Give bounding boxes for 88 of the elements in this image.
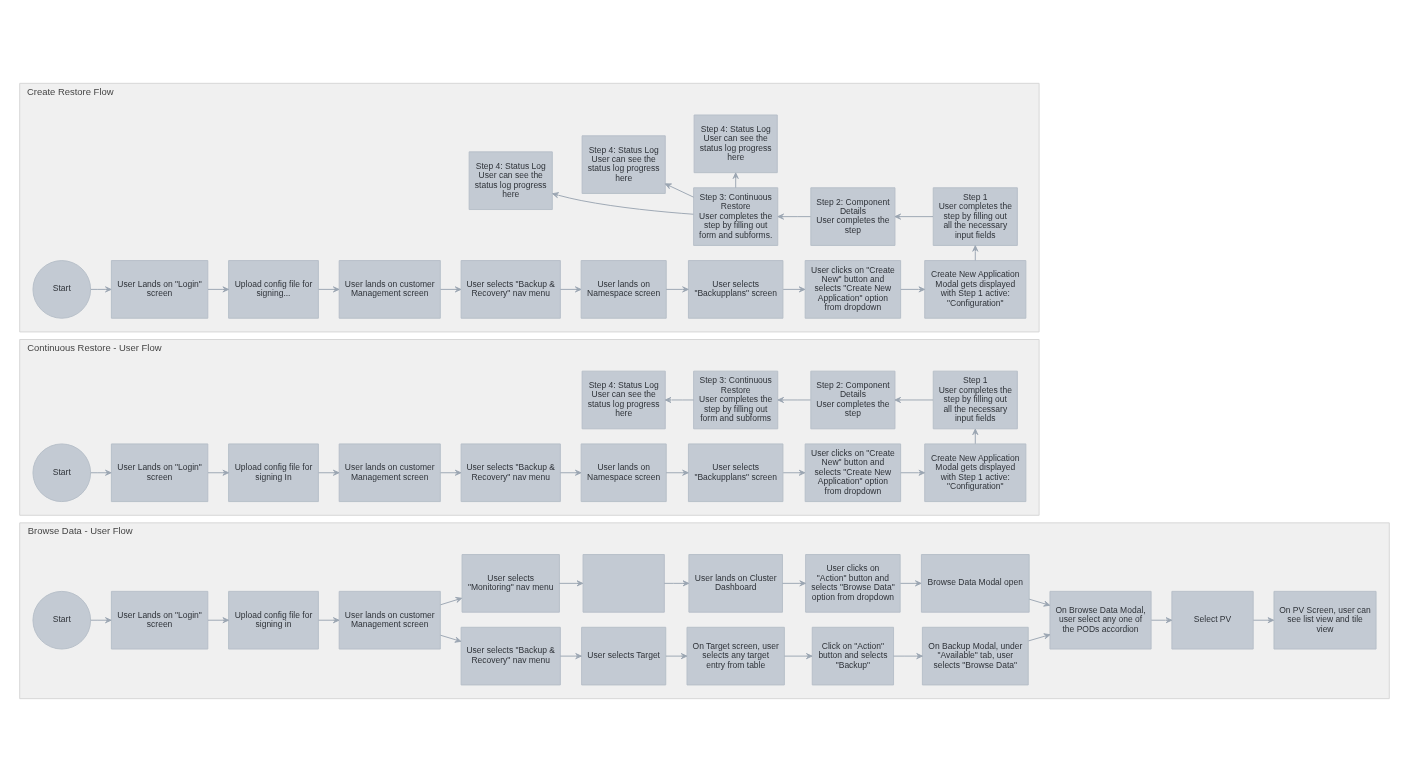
node-box: On Browse Data Modal, user select any one of the PODs accordion [1049,590,1152,650]
node-box: Create New Application Modal gets displayed with Step 1 active: "Configuration" [924,260,1027,319]
arrow [90,617,112,624]
node-box: Step 4: Status Log User can see the status log progress here [581,135,666,194]
node-box: User selects "Backup & Recovery" nav menu [460,443,561,503]
node-circle: Start [32,590,92,650]
node-box: Create New Application Modal gets displayed with Step 1 active: "Configuration" [924,443,1027,503]
arrow [665,653,688,660]
node-box: Step 4: Status Log User can see the status log progress here [693,114,778,174]
node-box: User selects "Backup & Recovery" nav menu [460,626,561,686]
node-box: Step 1 User completes the step by filling out all the necessary input fields [932,187,1018,246]
arrow [1150,617,1173,624]
node-circle: Start [32,443,92,503]
arrow [559,469,582,476]
node-box: On Target screen, user selects any target entry from table [686,626,785,686]
arrow [440,286,462,293]
node-box: Step 3: Continuous Restore User completes the step by filling out form and subforms [693,370,779,430]
arrow [1028,598,1051,607]
arrow [440,597,463,606]
node-box: User Lands on "Login" screen [110,260,209,319]
node-box: User selects "Backupplans" screen [687,260,784,319]
node-box: User selects "Backupplans" screen [687,443,784,503]
node-box: Upload config file for signing in [228,590,319,650]
arrow [782,580,806,587]
node-box: User selects Target [581,626,667,686]
arrow [318,617,340,624]
node-box: Step 4: Status Log User can see the status log progress here [581,370,666,430]
arrow [318,469,340,476]
arrow [899,580,922,587]
arrow [900,469,926,476]
node-box [582,554,665,613]
arrow [893,653,923,660]
arrow [972,245,979,261]
node-box: User lands on Cluster Dashboard [688,554,783,613]
arrow [440,469,462,476]
arrow [663,580,690,587]
arrow [207,286,229,293]
node-box: On Backup Modal, under "Available" tab, user selects "Browse Data" [921,626,1029,686]
node-box: Step 2: Component Details User completes the step [810,370,896,430]
arrow [664,396,694,403]
arrow [782,286,806,293]
arrow [665,469,689,476]
node-box: User lands on Namespace screen [580,260,667,319]
arrow [777,396,811,403]
arrow [207,617,229,624]
arrow [664,183,694,198]
node-box: Step 1 User completes the step by filling out all the necessary input fields [932,370,1018,430]
arrow [559,653,582,660]
node-box: User Lands on "Login" screen [110,590,209,650]
node-box: User selects "Backup & Recovery" nav menu [460,260,561,319]
node-box: Step 3: Continuous Restore User completes the step by filling out form and subforms. [693,187,779,246]
node-box: Click on "Action" button and selects "Backup" [811,626,894,686]
arrow [440,634,462,643]
arrow [90,469,112,476]
arrow [894,396,934,403]
node-box: Browse Data Modal open [920,554,1030,613]
node-box: Upload config file for signing In [228,443,319,503]
node-box: User lands on customer Management screen [338,260,441,319]
node-box: On PV Screen, user can see list view and tile view [1273,590,1377,650]
node-box: User lands on customer Management screen [338,590,441,650]
arrow [900,286,926,293]
node-box: User lands on Namespace screen [580,443,667,503]
arrow [777,213,811,220]
node-box: Step 2: Component Details User completes the step [810,187,896,246]
arrow [558,580,584,587]
arrow [1028,633,1051,642]
node-box: Upload config file for signing... [228,260,319,319]
node-circle: Start [32,260,92,319]
arrow [665,286,689,293]
node-box: User clicks on "Action" button and selects "Browse Data" option from dropdown [805,554,901,613]
node-box: User lands on customer Management screen [338,443,441,503]
arrow [559,286,582,293]
arrow [972,428,979,445]
node-box: Step 4: Status Log User can see the status log progress here [468,151,553,210]
arrow [784,653,813,660]
arrow [207,469,229,476]
node-box: User clicks on "Create New" button and selects "Create New Application" option from dropdown [804,260,902,319]
arrow [894,213,934,220]
arrow [732,172,739,189]
arrow [90,286,112,293]
arrow [318,286,340,293]
node-box: User selects "Monitoring" nav menu [461,554,560,613]
arrow [1252,617,1275,624]
node-box: Select PV [1171,590,1254,650]
arrow [782,469,806,476]
node-box: User Lands on "Login" screen [110,443,209,503]
node-box: User clicks on "Create New" button and selects "Create New Application" option from dropdown [804,443,902,503]
arrow [552,192,694,215]
